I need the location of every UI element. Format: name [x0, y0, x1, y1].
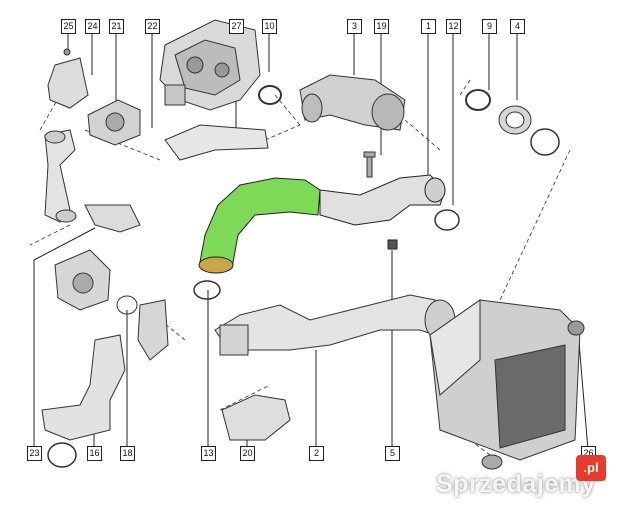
label-24: 24 — [85, 19, 100, 34]
label-2: 2 — [309, 446, 324, 461]
leader-26 — [577, 329, 589, 451]
engine-block — [159, 19, 261, 111]
label-25: 25 — [61, 19, 76, 34]
grommet-26 — [567, 320, 585, 336]
duct-20 — [221, 394, 291, 441]
label-19: 19 — [374, 19, 389, 34]
label-10: 10 — [262, 19, 277, 34]
label-5: 5 — [385, 446, 400, 461]
pipe-2 — [214, 294, 456, 356]
leader-23b — [33, 227, 96, 261]
label-13: 13 — [201, 446, 216, 461]
grommet-lower — [481, 454, 503, 470]
dashed-line — [499, 149, 571, 301]
label-22: 22 — [145, 19, 160, 34]
label-1: 1 — [421, 19, 436, 34]
label-16: 16 — [87, 446, 102, 461]
dashed-line — [159, 319, 186, 341]
watermark-text: Sprzedajemy — [436, 470, 596, 498]
seal-12 — [434, 209, 460, 231]
label-4: 4 — [510, 19, 525, 34]
bolt-19 — [363, 151, 376, 178]
valve-21 — [87, 99, 141, 146]
seal-ring — [530, 128, 560, 156]
watermark-badge: .pl — [576, 455, 606, 481]
clamp-10 — [258, 85, 282, 105]
intake-hose-3 — [299, 74, 406, 131]
bracket-23 — [84, 204, 141, 233]
valve-assembly — [54, 249, 169, 361]
seal-13 — [193, 280, 221, 300]
label-20: 20 — [240, 446, 255, 461]
dashed-line — [404, 119, 441, 151]
clamp-9 — [465, 89, 491, 111]
label-12: 12 — [446, 19, 461, 34]
label-18: 18 — [120, 446, 135, 461]
hose-16 — [41, 334, 126, 468]
dashed-line — [459, 79, 471, 96]
flange-4 — [498, 105, 532, 135]
dashed-line — [29, 224, 71, 246]
intercooler — [429, 299, 581, 461]
label-21: 21 — [109, 19, 124, 34]
label-3: 3 — [347, 19, 362, 34]
dashed-line — [264, 124, 301, 141]
pipe-27 — [164, 124, 269, 161]
label-9: 9 — [482, 19, 497, 34]
dashed-line — [219, 384, 271, 411]
label-27: 27 — [229, 19, 244, 34]
hose-1-highlighted — [198, 174, 446, 274]
hose-upper-left — [44, 129, 77, 223]
label-23: 23 — [27, 446, 42, 461]
clip-5 — [387, 239, 398, 250]
bracket-24 — [47, 48, 89, 109]
